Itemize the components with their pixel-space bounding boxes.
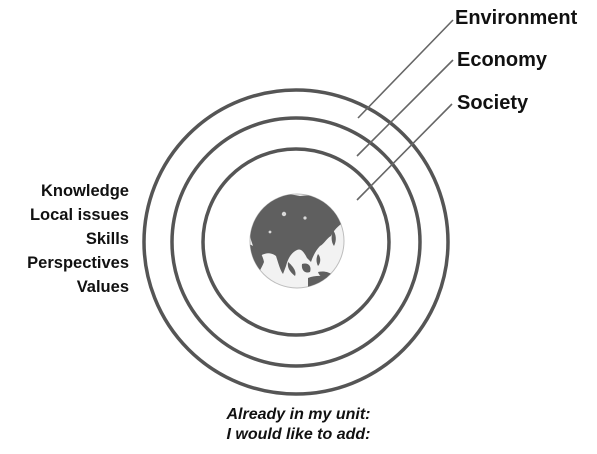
list-item-local-issues: Local issues (29, 206, 129, 224)
society-leader-line (356, 103, 453, 201)
list-item-knowledge: Knowledge (40, 182, 129, 200)
environment-leader-line (357, 19, 454, 119)
environment-ring (142, 88, 450, 396)
globe-icon (249, 193, 345, 289)
prompt-would-like-to-add: I would like to add: (226, 426, 371, 443)
list-item-values: Values (76, 278, 129, 296)
society-label: Society (457, 92, 529, 114)
prompt-already-in-unit: Already in my unit: (226, 406, 371, 423)
economy-label: Economy (457, 49, 548, 71)
society-ring (201, 147, 391, 337)
list-item-skills: Skills (85, 230, 129, 248)
environment-label: Environment (455, 7, 578, 29)
list-item-perspectives: Perspectives (27, 254, 129, 272)
learning-elements-list: Knowledge Local issues Skills Perspectiv… (27, 179, 129, 299)
reflection-prompts: Already in my unit: I would like to add: (0, 405, 597, 445)
economy-leader-line (356, 59, 454, 157)
economy-ring (170, 116, 422, 368)
